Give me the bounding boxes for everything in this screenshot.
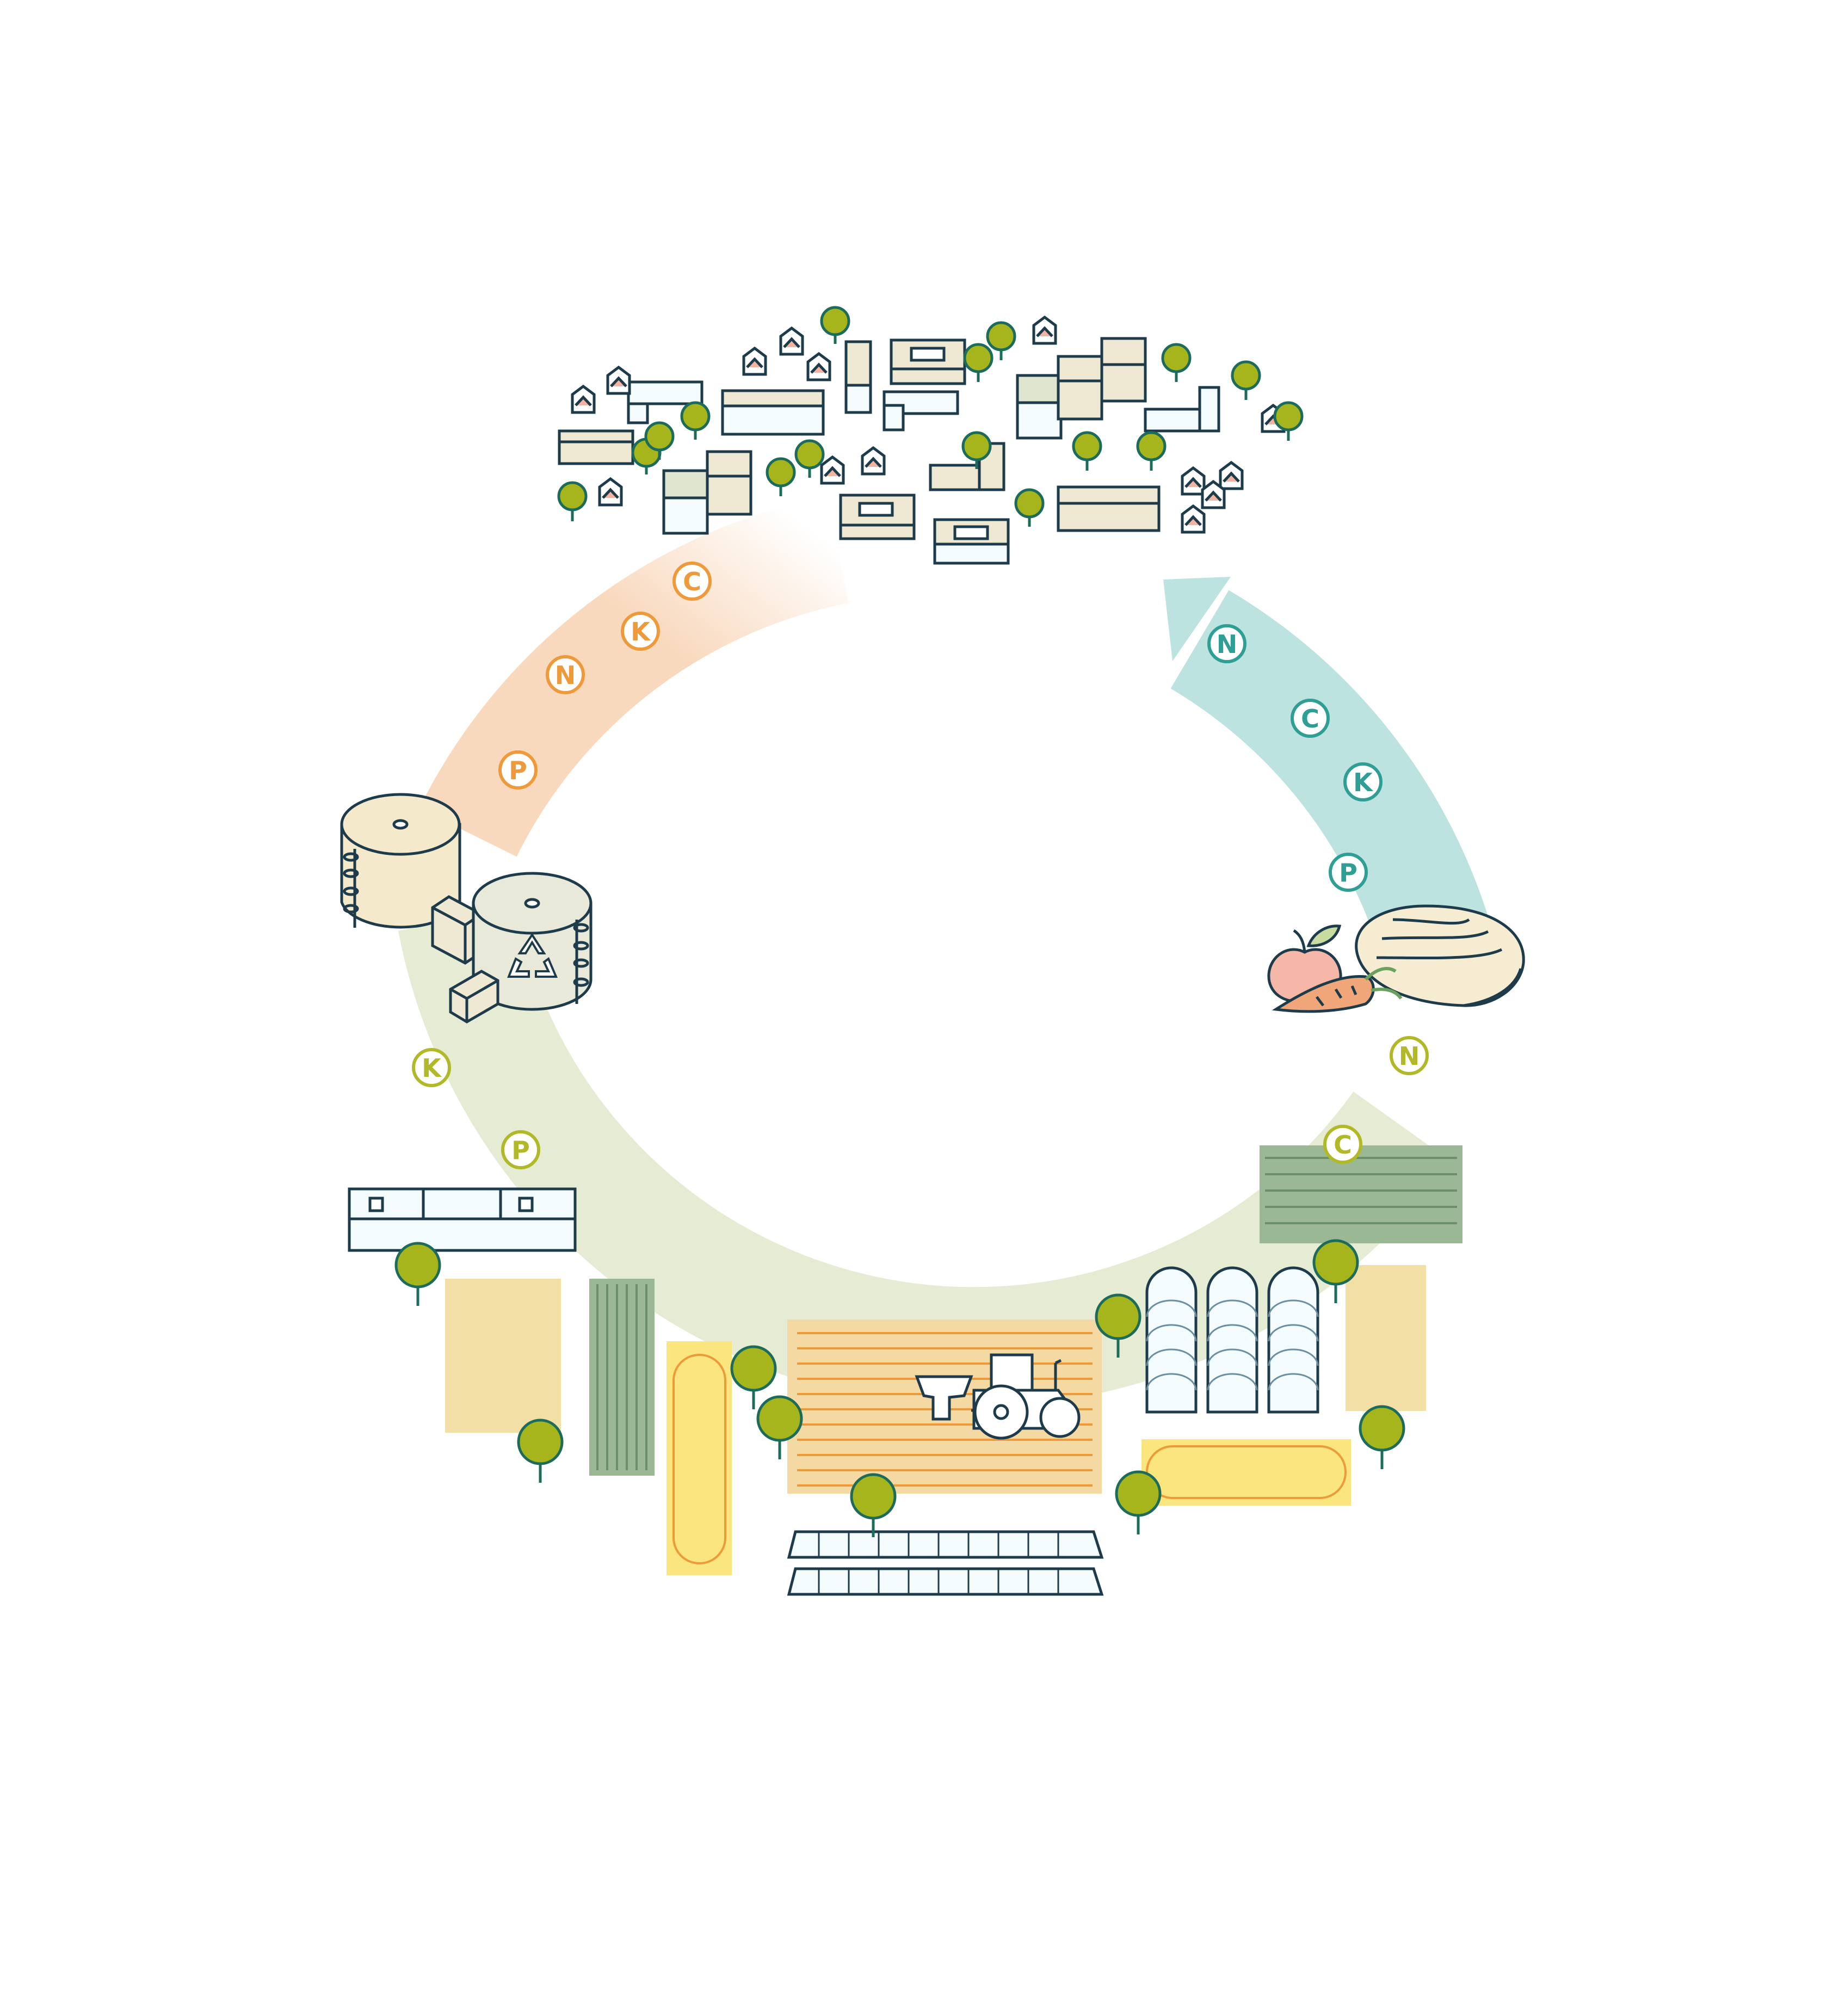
nutrient-label: N <box>1217 630 1238 659</box>
small-box <box>449 970 499 1024</box>
nutrient-label: K <box>1353 768 1374 797</box>
nutrient-c-teal: C <box>1291 699 1330 738</box>
nutrient-label: P <box>1339 858 1357 887</box>
bread-icon <box>1355 904 1525 1007</box>
tank-large <box>340 793 461 929</box>
teal-nutrients: N C K P <box>1207 624 1383 892</box>
nutrient-k-orange: K <box>621 612 660 651</box>
city-trees <box>557 306 1304 527</box>
tree-icon <box>1312 1239 1359 1303</box>
food-icon <box>1267 904 1525 1013</box>
tractor-field <box>787 1320 1102 1494</box>
row-strips <box>787 1530 1104 1596</box>
sand-field <box>445 1279 561 1433</box>
nutrient-label: N <box>1399 1041 1420 1071</box>
nutrient-n-teal: N <box>1207 624 1246 663</box>
nutrient-label: C <box>1334 1130 1352 1160</box>
tree-icon <box>517 1419 564 1483</box>
nutrient-label: K <box>631 617 651 646</box>
teal-arrowhead <box>1163 577 1231 661</box>
tree-icon <box>756 1395 803 1459</box>
nutrient-p-green: P <box>501 1130 540 1169</box>
nutrient-c-orange: C <box>672 562 712 601</box>
orange-arc <box>419 496 849 857</box>
recycling-icon <box>507 933 558 978</box>
tree-icon <box>1359 1405 1405 1469</box>
tree-icon <box>1115 1470 1162 1534</box>
green-nutrients: K P N <box>412 1036 1429 1169</box>
tree-icon <box>850 1473 897 1537</box>
nutrient-label: N <box>555 661 576 690</box>
yellow-field-horizontal <box>1141 1439 1351 1506</box>
tank-recycle <box>472 872 593 1011</box>
recycling-plant <box>340 793 593 1024</box>
nutrient-label: K <box>422 1053 442 1083</box>
city-icon <box>557 306 1304 565</box>
city-buildings <box>558 337 1220 565</box>
green-field-horizontal <box>1260 1145 1462 1243</box>
tractor-icon <box>915 1353 1081 1440</box>
nutrient-label: C <box>683 567 701 596</box>
tree-icon <box>730 1345 777 1409</box>
teal-arc <box>1170 590 1495 968</box>
nutrient-label: C <box>1301 704 1319 733</box>
green-field-vertical <box>589 1279 655 1476</box>
farmland <box>348 1145 1462 1596</box>
tree-icon <box>1095 1293 1141 1358</box>
tree-icon <box>394 1242 441 1306</box>
sand-field-right <box>1346 1265 1426 1411</box>
nutrient-k-green: K <box>412 1048 451 1087</box>
nutrient-n-orange: N <box>546 655 585 694</box>
nutrient-label: P <box>511 1136 530 1165</box>
greenhouse-icon <box>1145 1266 1319 1414</box>
nutrient-n-green: N <box>1390 1036 1429 1075</box>
farm-trees <box>394 1239 1405 1537</box>
orange-nutrients: C K N P <box>498 562 712 790</box>
nutrient-p-teal: P <box>1329 853 1368 892</box>
nutrient-label: P <box>509 756 527 785</box>
yellow-field-vertical <box>667 1341 732 1575</box>
carrot-icon <box>1272 967 1403 1013</box>
nutrient-p-orange: P <box>498 750 538 790</box>
nutrient-c-green: C <box>1323 1125 1362 1164</box>
nutrient-k-teal: K <box>1343 762 1383 802</box>
city-houses <box>571 315 1286 534</box>
farm-building-icon <box>348 1187 577 1252</box>
